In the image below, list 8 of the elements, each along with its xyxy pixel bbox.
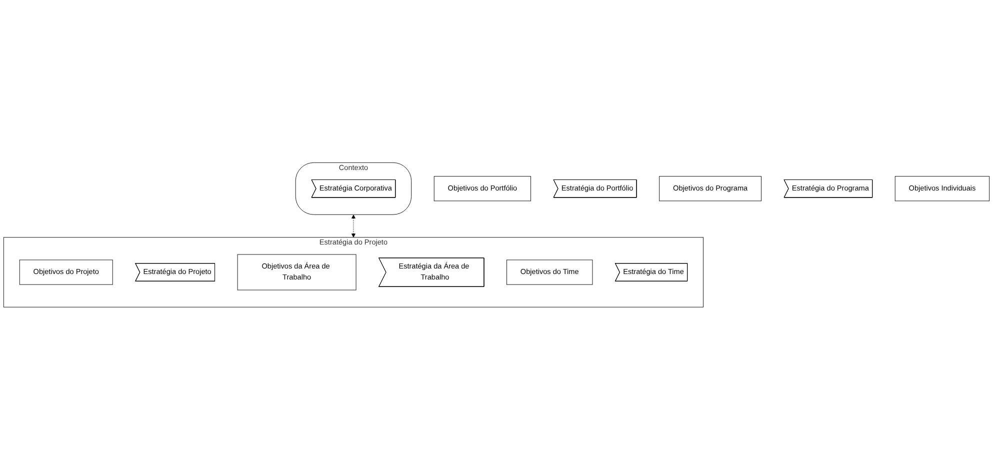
node-box: [506, 260, 593, 285]
node-box: [237, 254, 356, 290]
node-box: [434, 176, 531, 202]
node-box: [894, 176, 990, 202]
node-box: [659, 176, 762, 202]
node-box: [19, 260, 113, 285]
cluster: [3, 237, 704, 308]
cluster: [295, 162, 412, 215]
